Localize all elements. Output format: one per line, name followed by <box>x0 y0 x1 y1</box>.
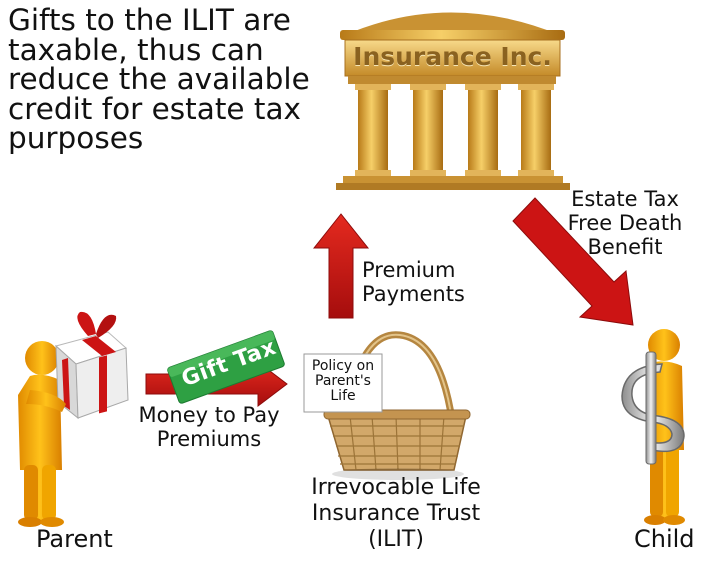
estate-tax-benefit-label: Estate Tax Free Death Benefit <box>567 187 683 259</box>
bank-name: Insurance Inc. <box>353 42 552 71</box>
money-to-pay-label: Money to Pay Premiums <box>138 403 280 451</box>
parent-label: Parent <box>36 525 113 553</box>
bank-columns <box>355 84 554 176</box>
dollar-sign-icon <box>621 351 685 465</box>
child-label: Child <box>634 525 695 553</box>
premium-payments-label: Premium Payments <box>362 258 465 306</box>
headline-text: Gifts to the ILIT are taxable, thus can … <box>8 3 310 155</box>
gift-tax-tag <box>167 330 285 404</box>
premium-payments-arrow <box>312 213 370 319</box>
parent-arm <box>26 390 66 412</box>
policy-document-icon <box>303 353 383 413</box>
death-benefit-arrow <box>512 197 634 326</box>
basket-icon <box>323 331 471 480</box>
gift-box-icon <box>54 311 129 420</box>
trust-label: Irrevocable Life Insurance Trust (ILIT) <box>311 475 481 552</box>
bank-building-icon <box>336 12 570 190</box>
policy-note-label: Policy on Parent's Life <box>311 358 375 404</box>
parent-figure-icon <box>18 341 64 527</box>
